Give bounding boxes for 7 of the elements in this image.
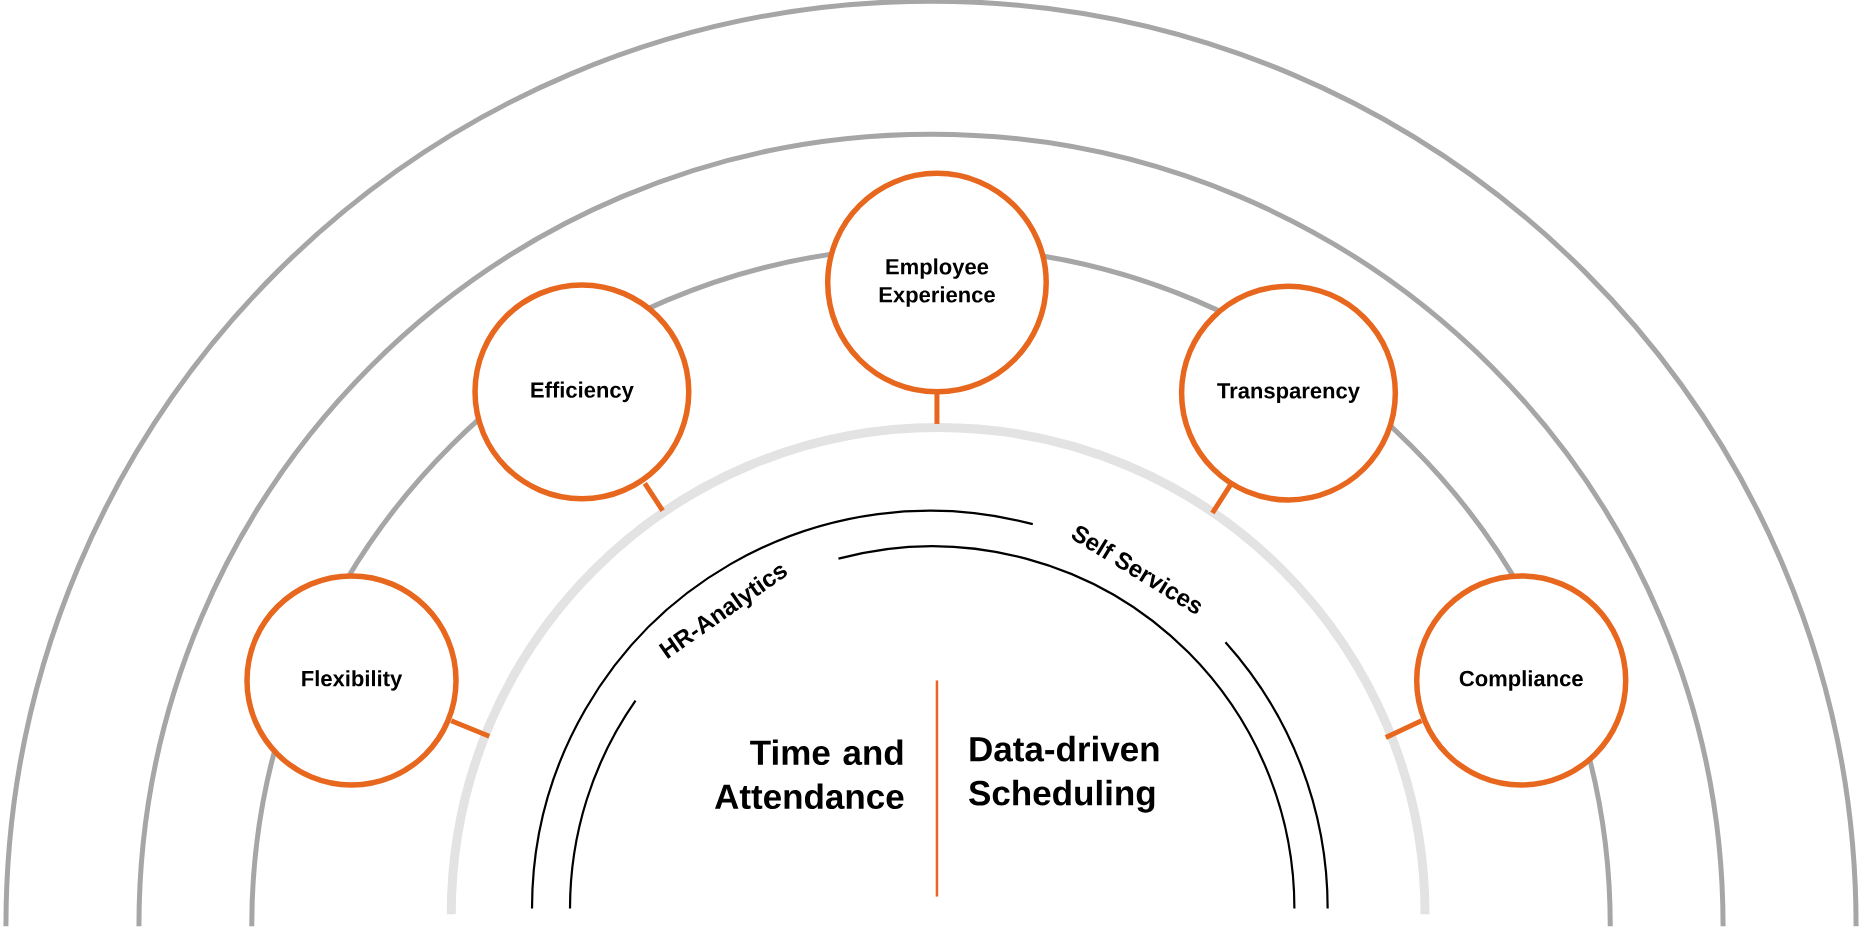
center-label: Data-driven Scheduling — [969, 735, 1159, 813]
circle-node: Compliance — [1413, 573, 1629, 788]
circle-node: Employee Experience — [824, 170, 1049, 395]
circle-node: Transparency — [1178, 283, 1399, 503]
circle-node: Efficiency — [472, 282, 692, 502]
circle-node: Flexibility — [244, 573, 459, 788]
center-label: Time and Attendance — [715, 739, 904, 810]
